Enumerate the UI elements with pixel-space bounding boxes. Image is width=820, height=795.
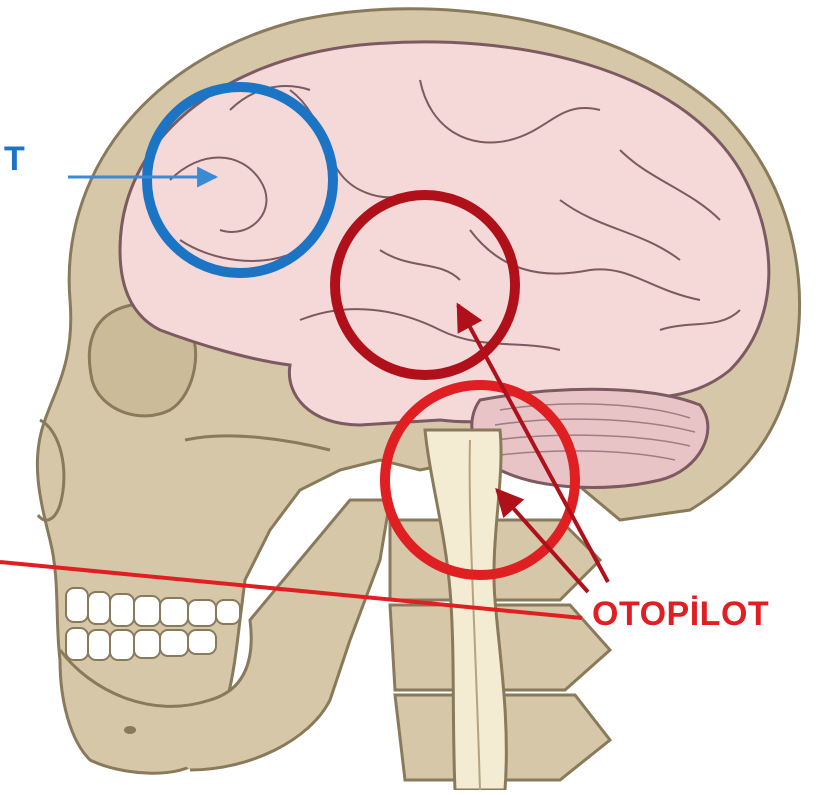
blue-label: T: [4, 140, 25, 179]
autopilot-label: OTOPİLOT: [592, 595, 769, 634]
mental-foramen: [124, 726, 136, 734]
